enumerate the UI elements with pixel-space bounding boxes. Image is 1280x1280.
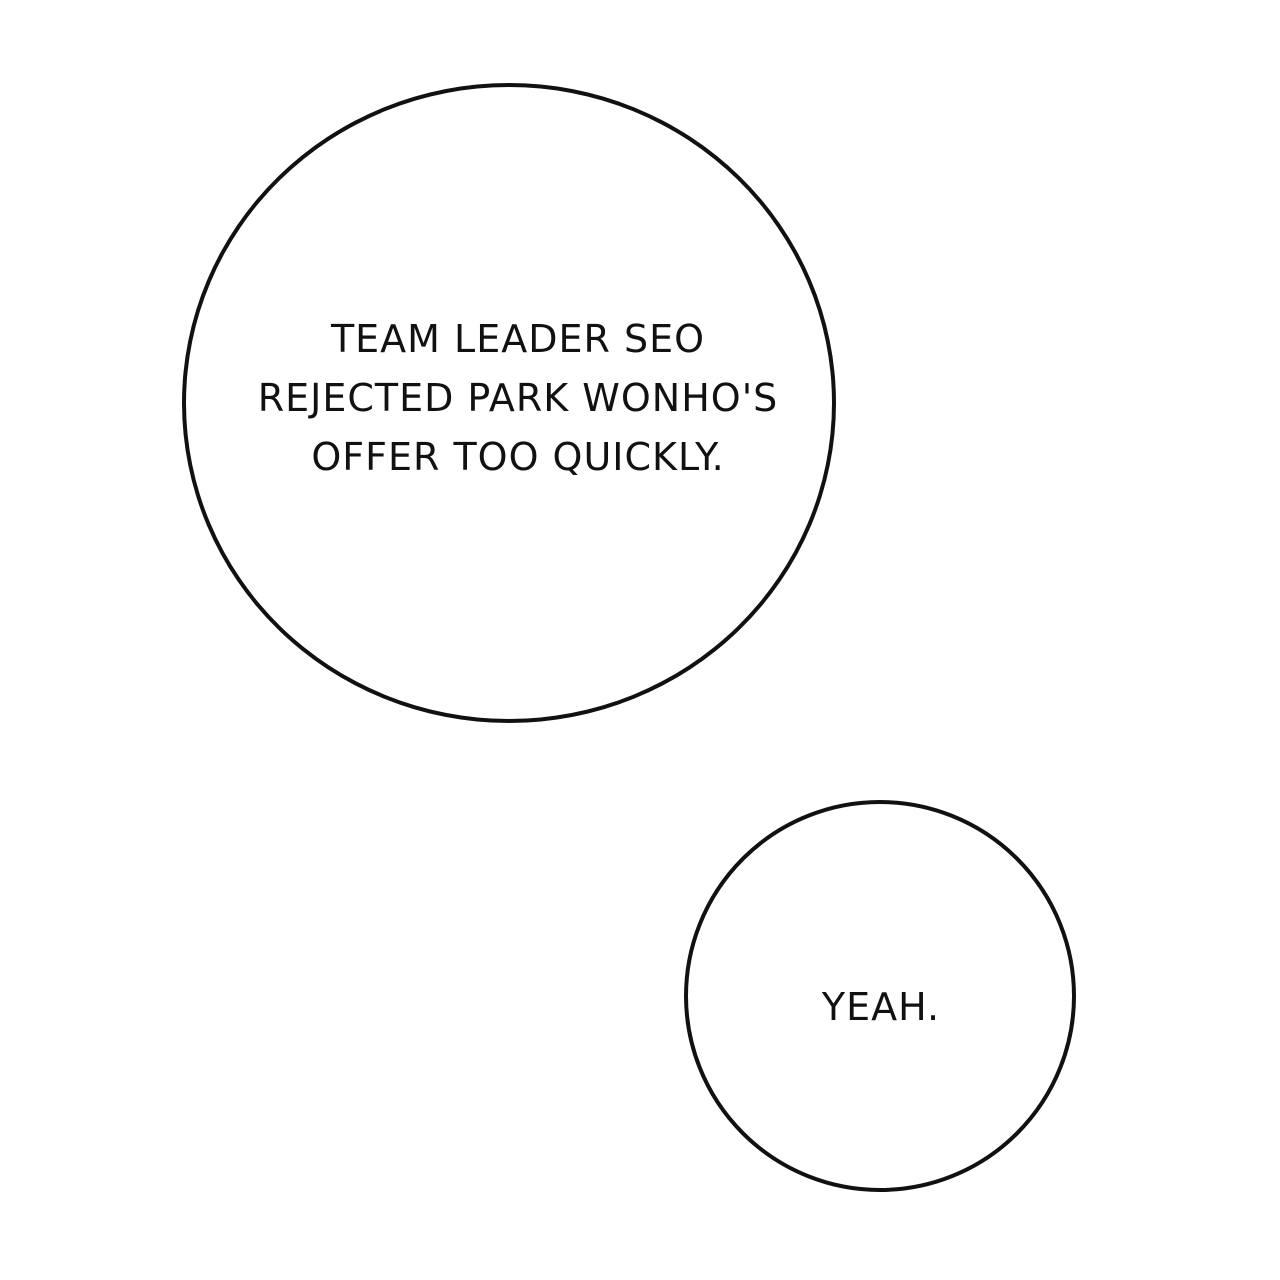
speech-bubble-2: YEAH. bbox=[684, 800, 1076, 1192]
speech-bubble-1: TEAM LEADER SEO REJECTED PARK WONHO'S OF… bbox=[182, 83, 836, 723]
speech-bubble-text: YEAH. bbox=[821, 985, 941, 1029]
speech-bubble-text: TEAM LEADER SEO REJECTED PARK WONHO'S OF… bbox=[257, 316, 779, 479]
